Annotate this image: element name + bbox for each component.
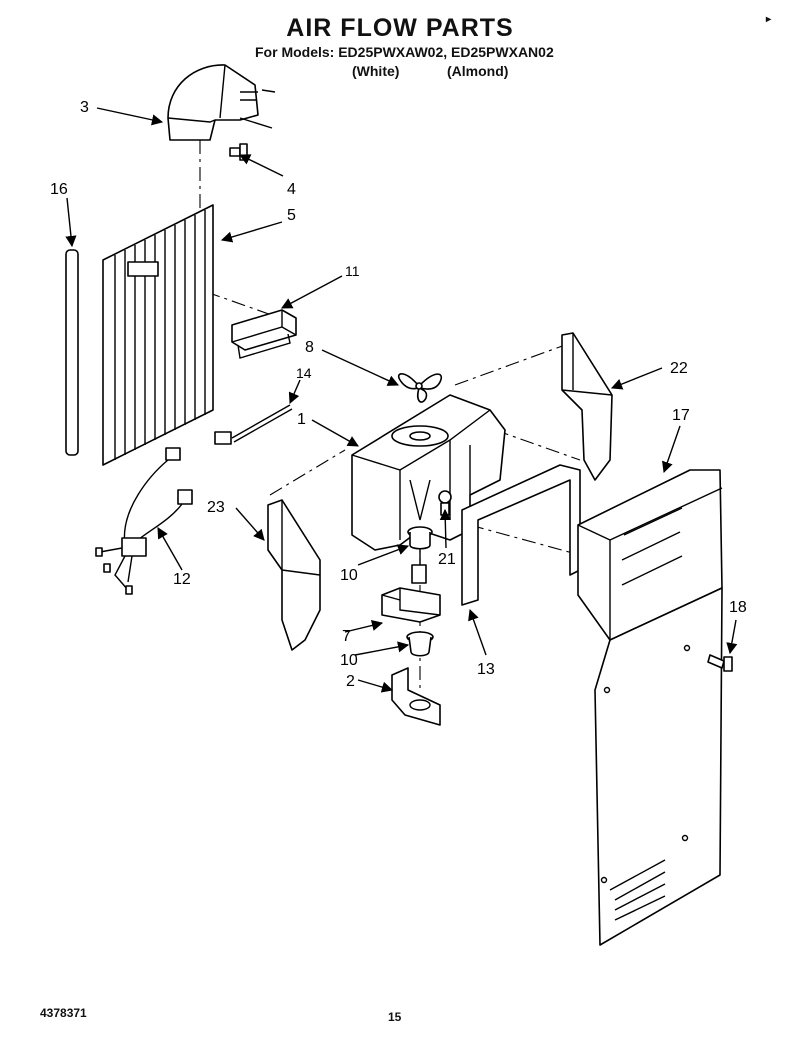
callout-10-upper: 10 [340, 567, 358, 584]
callout-17: 17 [672, 407, 690, 424]
part-14-thermistor [214, 404, 293, 445]
part-16-strip [65, 249, 79, 456]
callout-22: 22 [670, 360, 688, 377]
callout-11: 11 [345, 263, 360, 279]
part-22-panel [561, 332, 613, 481]
callout-5: 5 [287, 207, 296, 224]
part-10-grommet-upper [407, 526, 433, 550]
part-7-motor [381, 548, 441, 623]
callout-16: 16 [50, 181, 68, 198]
part-18-screw [707, 654, 733, 672]
callout-1: 1 [297, 411, 306, 428]
part-5-grille [102, 204, 214, 466]
callout-12: 12 [173, 571, 191, 588]
callout-3: 3 [80, 99, 89, 116]
callout-10-lower: 10 [340, 652, 358, 669]
page-number: 15 [388, 1010, 402, 1024]
part-13-u-channel [461, 464, 581, 606]
callout-23: 23 [207, 499, 225, 516]
page-title: AIR FLOW PARTS [286, 14, 514, 42]
part-17-air-duct [577, 469, 723, 946]
part-1-fan-housing [351, 394, 506, 551]
callout-leaders [65, 107, 738, 693]
part-3-duct-cover [167, 64, 276, 141]
document-number: 4378371 [40, 1006, 87, 1020]
callout-13: 13 [477, 661, 495, 678]
corner-mark: ▸ [766, 14, 772, 25]
callout-2: 2 [346, 673, 355, 690]
part-10-grommet-lower [406, 631, 434, 657]
part-11-bracket [231, 309, 297, 359]
callout-7: 7 [342, 628, 351, 645]
callout-14: 14 [296, 365, 312, 381]
callout-8: 8 [305, 339, 314, 356]
part-12-harness [95, 447, 193, 595]
callout-labels: 3 4 16 5 11 8 22 14 17 1 23 21 10 12 18 … [50, 99, 747, 690]
variant-almond: (Almond) [447, 63, 509, 79]
part-23-panel [267, 499, 321, 651]
models-line: For Models: ED25PWXAW02, ED25PWXAN02 [255, 44, 554, 60]
callout-21: 21 [438, 551, 456, 568]
part-8-fan-blade [398, 373, 442, 403]
callout-4: 4 [287, 181, 296, 198]
variant-white: (White) [352, 63, 400, 79]
part-2-motor-bracket [391, 667, 441, 726]
callout-18: 18 [729, 599, 747, 616]
